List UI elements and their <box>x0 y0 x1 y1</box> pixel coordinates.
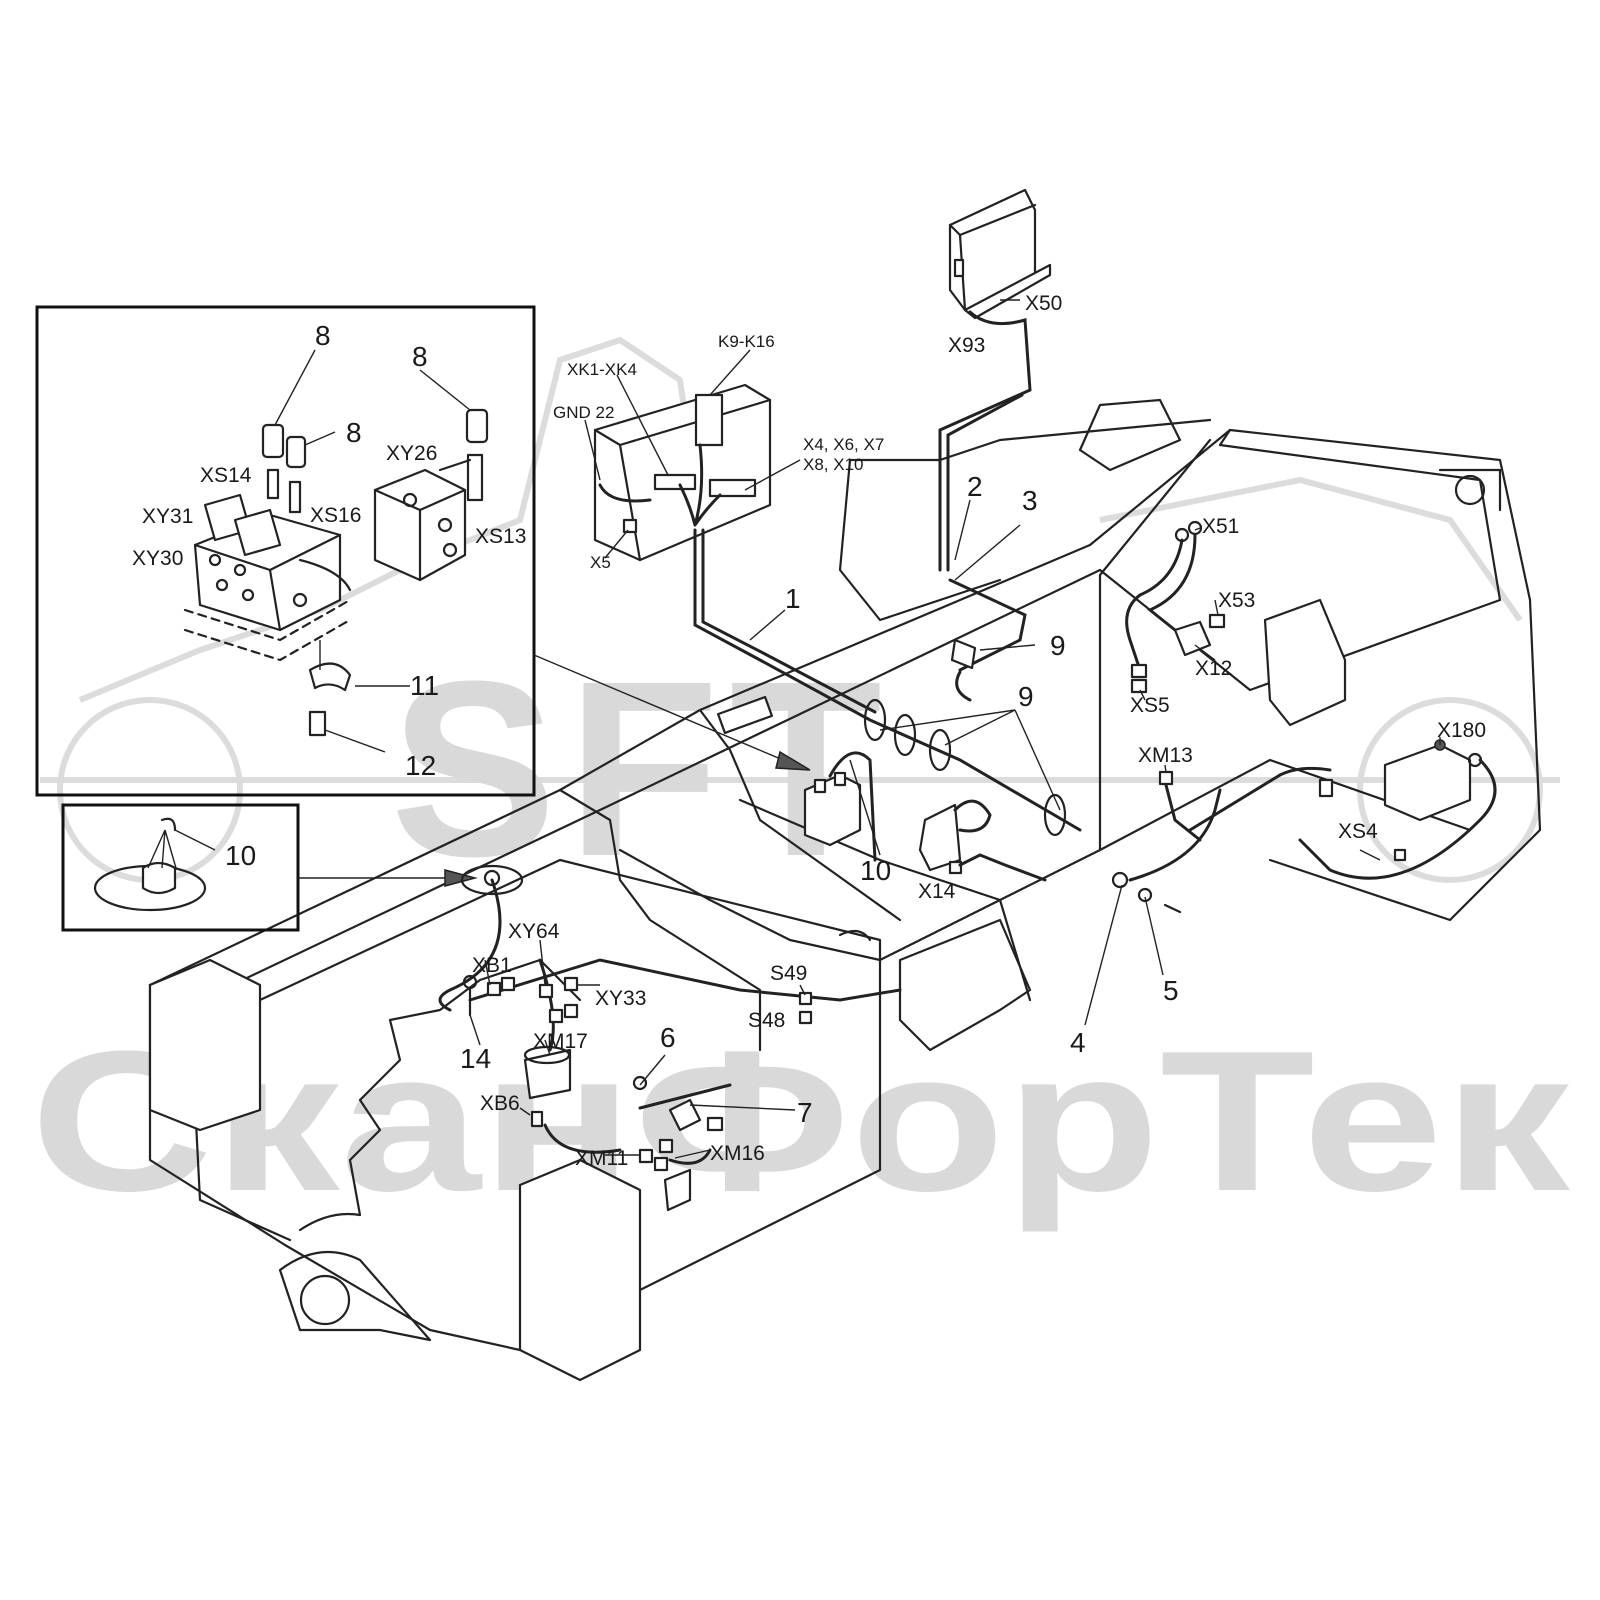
label-xs16: XS16 <box>310 504 361 527</box>
inset-grommet: 10 <box>61 803 478 932</box>
label-x5: X5 <box>590 553 611 572</box>
battery-icon <box>1383 743 1472 822</box>
callout-5: 5 <box>1163 975 1179 1006</box>
label-plug-b: 8 <box>346 417 362 448</box>
callout-leaders <box>469 499 1441 1159</box>
callout-14: 14 <box>460 1043 491 1074</box>
chassis-frame <box>148 398 1542 1382</box>
label-xy33: XY33 <box>595 987 646 1010</box>
inset-valves: 8 8 8 XS14 XY31 XS16 XY30 XY26 XS13 11 1… <box>35 305 536 797</box>
label-x180: X180 <box>1437 719 1486 742</box>
clamp-icon <box>308 662 352 692</box>
label-x14: X14 <box>918 880 956 903</box>
label-xk1-xk4: XK1-XK4 <box>567 360 637 379</box>
valve-block-right <box>373 453 484 582</box>
watermark-brand: СканФорТек <box>30 1010 1571 1233</box>
label-x4-x6-x7: X4, X6, X7 <box>803 435 884 454</box>
watermark-logo: SFT <box>390 629 892 908</box>
label-s48: S48 <box>748 1009 785 1032</box>
label-grommet: 10 <box>225 840 256 871</box>
relay-module-icon <box>694 393 724 447</box>
watermark-tractor-outline <box>40 336 1560 883</box>
plug-icon <box>261 423 285 459</box>
inset-grommet-frame <box>61 803 300 932</box>
label-xm16: XM16 <box>710 1142 765 1165</box>
label-x51: X51 <box>1202 515 1239 538</box>
x5-connector-icon <box>622 518 638 534</box>
label-x50: X50 <box>1025 292 1062 315</box>
callout-6: 6 <box>660 1022 676 1053</box>
label-xm11: XM11 <box>575 1147 628 1170</box>
mid-components <box>803 751 1047 882</box>
control-unit: X50 X93 <box>938 188 1062 572</box>
label-x93: X93 <box>948 334 985 357</box>
label-s49: S49 <box>770 962 807 985</box>
label-xm13: XM13 <box>1138 744 1193 767</box>
label-plug-a: 8 <box>315 320 331 351</box>
plug-icon <box>465 408 489 444</box>
label-xb1: XB1 <box>472 954 512 977</box>
callout-9-lower: 9 <box>1018 681 1034 712</box>
front-harness <box>438 878 902 1212</box>
valve-block-left <box>183 468 352 662</box>
x14-connector-icon <box>948 860 963 875</box>
label-xy30: XY30 <box>132 547 183 570</box>
connector-labels: X51 X53 X12 XS5 XM13 X180 XS4 X14 XY64 X… <box>472 515 1486 1170</box>
cable-ties <box>863 698 1067 837</box>
callout-1: 1 <box>785 583 801 614</box>
label-screw: 12 <box>405 750 436 781</box>
label-clamp: 11 <box>410 670 439 701</box>
callout-3: 3 <box>1022 485 1038 516</box>
callout-10: 10 <box>860 855 891 886</box>
label-xs14: XS14 <box>200 464 252 487</box>
inset-arrow-head <box>775 750 811 771</box>
label-gnd22: GND 22 <box>553 403 614 422</box>
label-plug-c: 8 <box>412 341 428 372</box>
harness-clip-icon <box>950 638 977 670</box>
label-xs4: XS4 <box>1338 820 1378 843</box>
label-xy26: XY26 <box>386 442 437 465</box>
callout-2: 2 <box>967 471 983 502</box>
label-xm17: XM17 <box>533 1030 588 1053</box>
label-xs13: XS13 <box>475 525 526 548</box>
inset-valves-frame <box>35 305 536 797</box>
plug-icon <box>285 435 307 469</box>
label-xy31: XY31 <box>142 505 193 528</box>
callout-4: 4 <box>1070 1027 1086 1058</box>
rear-connectors <box>1111 520 1497 914</box>
callout-9-upper: 9 <box>1050 630 1066 661</box>
relay-box: GND 22 XK1-XK4 K9-K16 X4, X6, X7 X8, X10… <box>553 332 884 572</box>
label-xs5: XS5 <box>1130 694 1170 717</box>
ring-icon <box>160 817 177 832</box>
label-x12: X12 <box>1195 657 1232 680</box>
screw-icon <box>308 710 327 737</box>
callout-7: 7 <box>797 1097 813 1128</box>
label-xb6: XB6 <box>480 1092 520 1115</box>
label-x8-x10: X8, X10 <box>803 455 864 474</box>
label-k9-k16: K9-K16 <box>718 332 775 351</box>
callout-numbers: 1 2 3 9 9 10 4 5 6 7 14 <box>460 471 1179 1128</box>
label-x53: X53 <box>1218 589 1255 612</box>
xm13-connector-icon <box>1158 770 1174 786</box>
label-xy64: XY64 <box>508 920 560 943</box>
watermark: SFT СканФорТек <box>30 336 1571 1233</box>
main-harness <box>693 528 1082 832</box>
plug-connectors <box>261 408 489 469</box>
